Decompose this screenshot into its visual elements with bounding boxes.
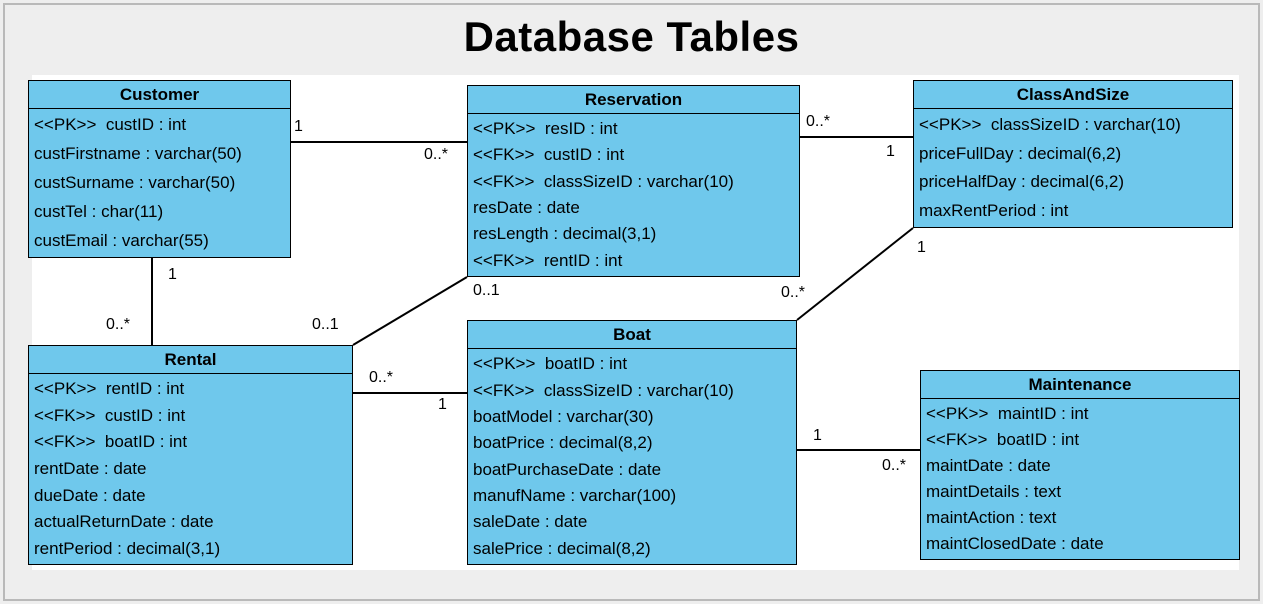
- entity-customer-fields: <<PK>> custID : int custFirstname : varc…: [29, 109, 290, 257]
- entity-rental-fields: <<PK>> rentID : int <<FK>> custID : int …: [29, 374, 352, 564]
- field-row: <<FK>> classSizeID : varchar(10): [473, 171, 734, 191]
- field-row: boatPrice : decimal(8,2): [473, 433, 653, 453]
- field-row: maintClosedDate : date: [926, 534, 1104, 553]
- field-row: resLength : decimal(3,1): [473, 224, 657, 244]
- field-row: custFirstname : varchar(50): [34, 144, 242, 164]
- cardinality-boat-side: 0..*: [781, 284, 806, 301]
- field-row: boatPurchaseDate : date: [473, 459, 662, 479]
- field-row: <<FK>> rentID : int: [473, 250, 623, 270]
- cardinality-maintenance-side: 0..*: [882, 457, 907, 474]
- entity-reservation-title: Reservation: [468, 86, 799, 114]
- field-row: <<FK>> custID : int: [34, 405, 186, 425]
- field-row: <<PK>> custID : int: [34, 115, 187, 135]
- cardinality-rental-side: 0..*: [106, 316, 131, 333]
- cardinality-rental-side: 0..*: [369, 369, 394, 386]
- cardinality-rental-side: 0..1: [312, 316, 339, 333]
- entity-reservation-fields: <<PK>> resID : int <<FK>> custID : int <…: [468, 114, 799, 276]
- entity-rental: Rental <<PK>> rentID : int <<FK>> custID…: [28, 345, 353, 565]
- page-title: Database Tables: [463, 13, 800, 60]
- field-row: <<PK>> classSizeID : varchar(10): [919, 115, 1181, 135]
- entity-maintenance-fields: <<PK>> maintID : int <<FK>> boatID : int…: [921, 399, 1239, 559]
- field-row: custTel : char(11): [34, 201, 164, 221]
- field-row: manufName : varchar(100): [473, 486, 677, 506]
- entity-classandsize-title: ClassAndSize: [914, 81, 1232, 109]
- field-row: salePrice : decimal(8,2): [473, 538, 651, 558]
- field-row: priceFullDay : decimal(6,2): [919, 143, 1122, 163]
- entity-maintenance: Maintenance <<PK>> maintID : int <<FK>> …: [920, 370, 1240, 560]
- field-row: rentDate : date: [34, 459, 147, 479]
- cardinality-classandsize-side: 1: [886, 143, 895, 160]
- entity-boat-fields: <<PK>> boatID : int <<FK>> classSizeID :…: [468, 349, 796, 564]
- entity-rental-title: Rental: [29, 346, 352, 374]
- field-row: boatModel : varchar(30): [473, 406, 654, 426]
- entity-classandsize-fields: <<PK>> classSizeID : varchar(10) priceFu…: [914, 109, 1232, 227]
- cardinality-boat-side: 1: [438, 396, 447, 413]
- cardinality-boat-side: 1: [813, 427, 822, 444]
- entity-maintenance-title: Maintenance: [921, 371, 1239, 399]
- entity-customer-title: Customer: [29, 81, 290, 109]
- field-row: <<PK>> maintID : int: [926, 404, 1089, 423]
- field-row: maintDetails : text: [926, 482, 1062, 501]
- field-row: dueDate : date: [34, 485, 146, 505]
- field-row: resDate : date: [473, 198, 580, 218]
- cardinality-reservation-side: 0..*: [806, 113, 831, 130]
- entity-boat-title: Boat: [468, 321, 796, 349]
- entity-reservation: Reservation <<PK>> resID : int <<FK>> cu…: [467, 85, 800, 277]
- field-row: <<FK>> classSizeID : varchar(10): [473, 380, 734, 400]
- field-row: <<FK>> boatID : int: [34, 432, 188, 452]
- field-row: <<PK>> rentID : int: [34, 379, 185, 399]
- field-row: maintAction : text: [926, 508, 1057, 527]
- cardinality-classandsize-side: 1: [917, 239, 926, 256]
- field-row: maxRentPeriod : int: [919, 200, 1069, 220]
- field-row: <<FK>> custID : int: [473, 145, 625, 165]
- field-row: <<PK>> resID : int: [473, 119, 618, 139]
- field-row: <<PK>> boatID : int: [473, 354, 628, 374]
- field-row: saleDate : date: [473, 512, 588, 532]
- entity-customer: Customer <<PK>> custID : int custFirstna…: [28, 80, 291, 258]
- cardinality-customer-side: 1: [294, 118, 303, 135]
- outer-frame: [3, 3, 1260, 601]
- entity-boat: Boat <<PK>> boatID : int <<FK>> classSiz…: [467, 320, 797, 565]
- field-row: priceHalfDay : decimal(6,2): [919, 172, 1125, 192]
- field-row: rentPeriod : decimal(3,1): [34, 538, 221, 558]
- entity-classandsize: ClassAndSize <<PK>> classSizeID : varcha…: [913, 80, 1233, 228]
- field-row: custSurname : varchar(50): [34, 172, 236, 192]
- cardinality-customer-side: 1: [168, 266, 177, 283]
- field-row: actualReturnDate : date: [34, 512, 214, 532]
- field-row: maintDate : date: [926, 456, 1051, 475]
- field-row: <<FK>> boatID : int: [926, 430, 1080, 449]
- cardinality-reservation-side: 0..1: [473, 282, 500, 299]
- field-row: custEmail : varchar(55): [34, 230, 209, 250]
- cardinality-reservation-side: 0..*: [424, 146, 449, 163]
